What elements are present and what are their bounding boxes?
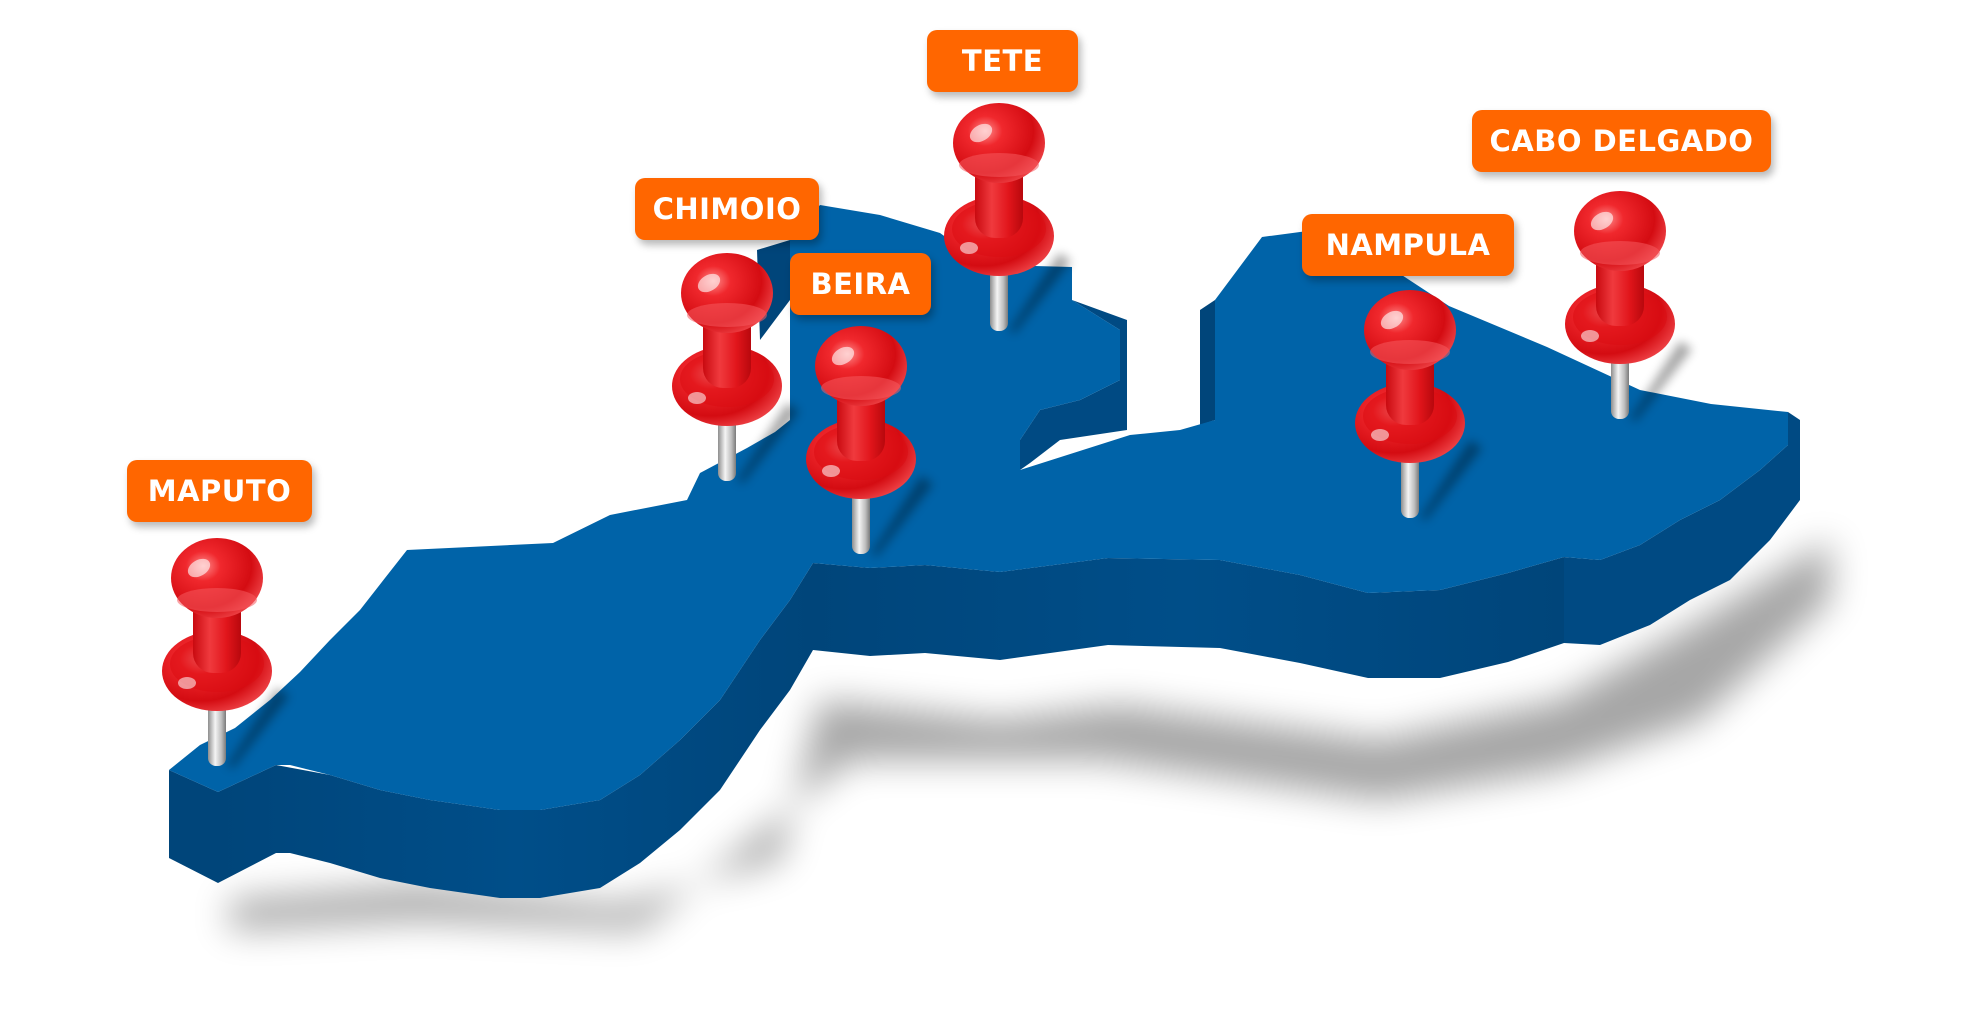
- pins-layer: [162, 103, 1692, 768]
- map-side-faces: [169, 240, 1800, 898]
- side-face-tete-panhandle: [1020, 300, 1127, 470]
- side-face-maputo-block: [169, 770, 218, 883]
- city-label-cabo-delgado: CABO DELGADO: [1472, 110, 1771, 172]
- city-label-tete: TETE: [927, 30, 1078, 92]
- city-label-maputo: MAPUTO: [127, 460, 312, 522]
- side-face-central-front: [813, 557, 1564, 678]
- pushpin-icon-cabo-delgado: [1565, 191, 1692, 421]
- side-face-south-front: [218, 563, 813, 898]
- map-ground-shadow: [230, 540, 1830, 930]
- city-label-nampula: NAMPULA: [1302, 214, 1514, 276]
- side-face-east-front: [1564, 412, 1800, 645]
- pushpin-icon-beira: [806, 326, 933, 556]
- side-face-niassa-west: [1200, 300, 1215, 425]
- pushpin-icon-chimoio: [672, 253, 799, 483]
- pushpin-icon-tete: [944, 103, 1071, 333]
- city-label-beira: BEIRA: [790, 253, 931, 315]
- city-label-chimoio: CHIMOIO: [635, 178, 819, 240]
- pushpin-icon-maputo: [162, 538, 289, 768]
- pushpin-icon-nampula: [1355, 290, 1482, 520]
